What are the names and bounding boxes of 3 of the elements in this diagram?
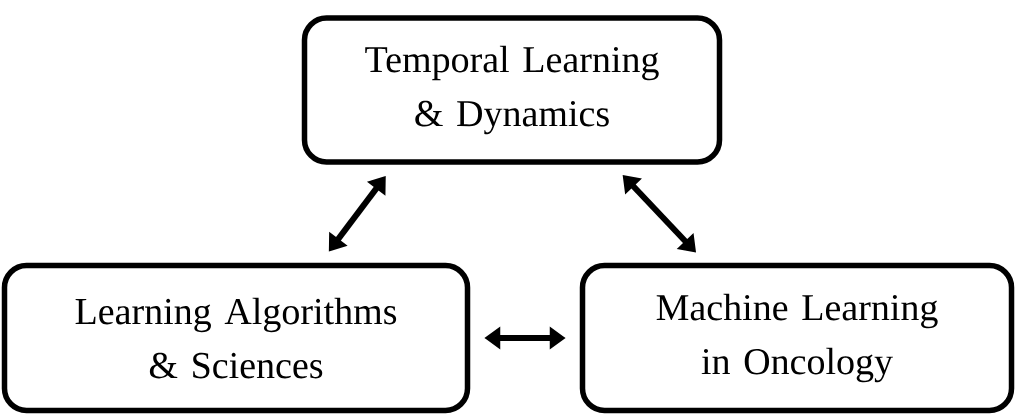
topic-box: Learning Algorithms & Sciences: [1, 262, 471, 414]
topic-box: Machine Learning in Oncology: [579, 262, 1015, 414]
topic-box: Temporal Learning & Dynamics: [301, 15, 723, 165]
